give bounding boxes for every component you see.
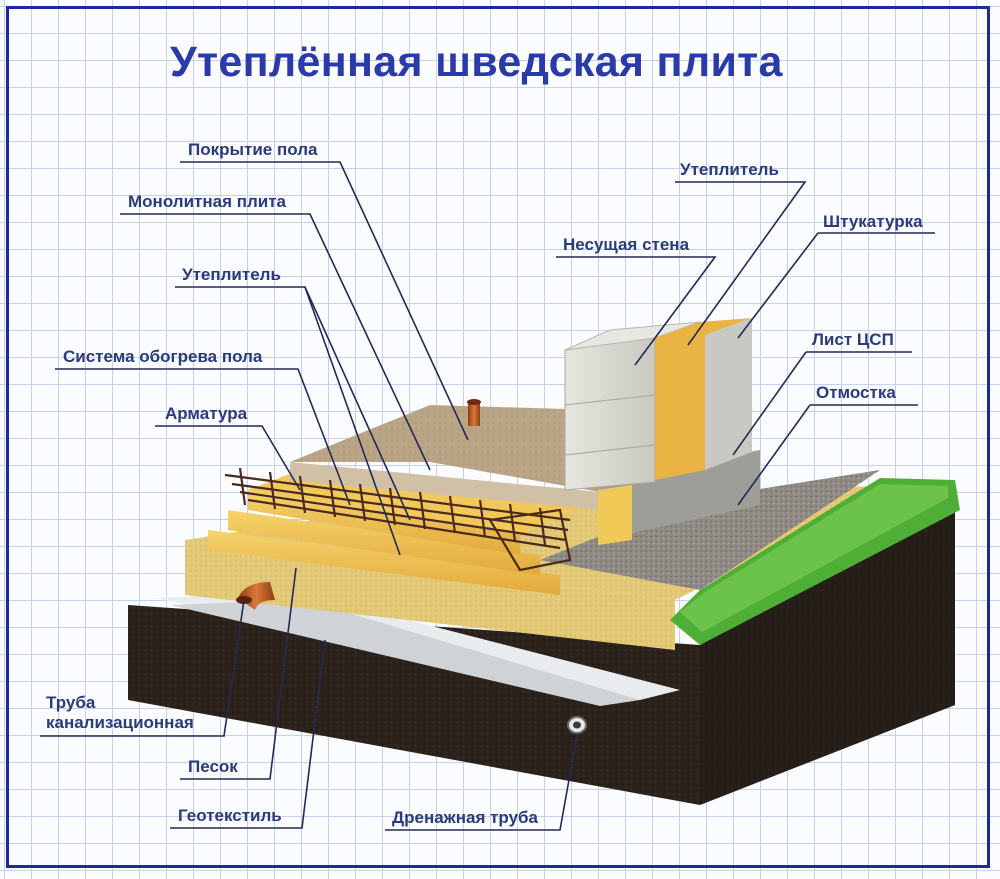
sand-layer-front [185, 540, 675, 650]
label-sand: Песок [188, 757, 238, 776]
label-floor-heating: Система обогрева пола [63, 347, 263, 366]
label-monolithic-slab: Монолитная плита [128, 192, 287, 211]
label-insulation-left: Утеплитель [182, 265, 281, 284]
leader-monolithic-slab [120, 213, 431, 471]
leader-bearing-wall [556, 256, 717, 366]
leader-sewer-pipe [40, 599, 245, 737]
soil-right-texture [700, 505, 955, 805]
leader-floor-covering [180, 161, 469, 441]
insulation-layer-3 [208, 530, 560, 595]
label-sewer-pipe-2: канализационная [46, 713, 194, 732]
leader-drain-pipe [385, 734, 578, 831]
label-insulation-right: Утеплитель [680, 160, 779, 179]
insulation-layer-1 [248, 490, 520, 555]
gravel-blind-area [540, 470, 880, 590]
slab-front [290, 462, 600, 510]
page-frame [6, 6, 990, 868]
leader-insulation-left-2 [304, 286, 411, 521]
leader-floor-heating [55, 368, 351, 506]
wall-block-front-3 [564, 444, 656, 491]
wall-plaster [705, 318, 752, 470]
diagram-title: Утеплённая шведская плита [170, 38, 783, 86]
soil-front [128, 605, 700, 805]
label-sewer-pipe-1: Труба [46, 693, 96, 712]
label-csp-sheet: Лист ЦСП [812, 330, 894, 349]
grass-highlight [680, 484, 948, 632]
label-drain-pipe: Дренажная труба [392, 808, 538, 827]
slab-sewer-pipe [468, 402, 480, 426]
label-geotextile: Геотекстиль [178, 806, 282, 825]
leader-blind-area [737, 404, 918, 506]
wall-insulation [655, 318, 752, 480]
rebar-grid [224, 467, 572, 572]
label-floor-covering: Покрытие пола [188, 140, 318, 159]
leader-plaster [737, 232, 935, 339]
leader-rebar [155, 425, 301, 491]
label-rebar: Арматура [165, 404, 248, 423]
leader-sand [180, 567, 297, 780]
leader-csp-sheet [732, 351, 912, 456]
drain-trench-gravel [170, 600, 640, 706]
insulation-layer-2 [228, 510, 540, 575]
leader-geotextile [170, 639, 326, 829]
slab-top [290, 405, 600, 492]
plinth-insulation [598, 485, 632, 545]
label-bearing-wall: Несущая стена [563, 235, 690, 254]
label-plaster: Штукатурка [823, 212, 923, 231]
label-blind-area: Отмостка [816, 383, 896, 402]
leader-insulation-right [675, 181, 807, 346]
